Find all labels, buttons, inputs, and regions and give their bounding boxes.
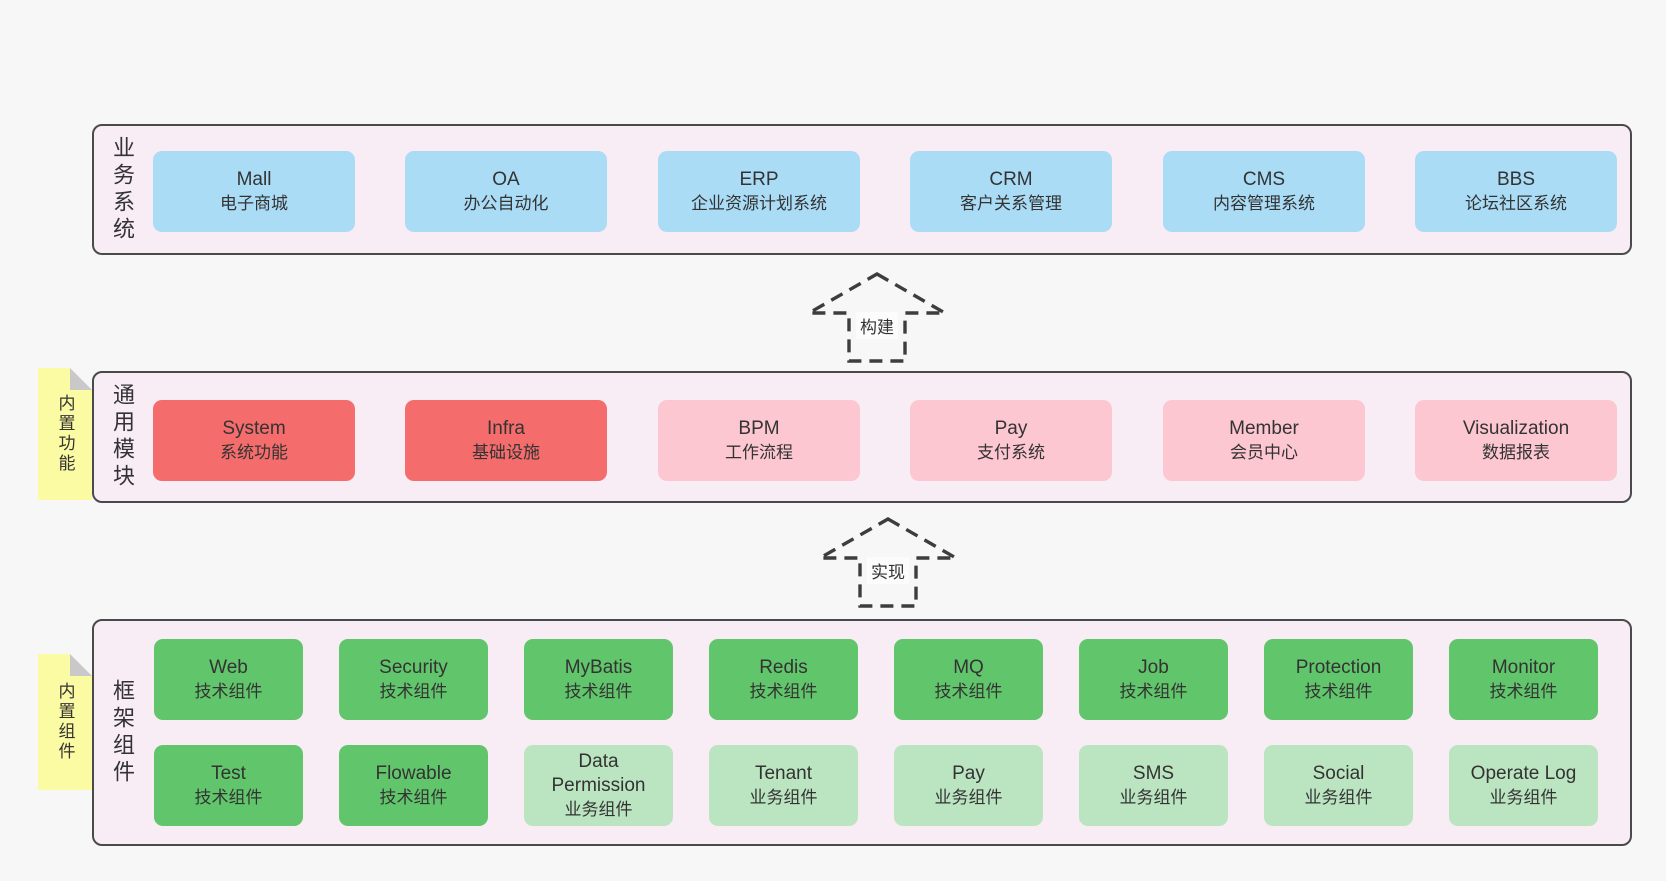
implement-arrow-label: 实现 [867,557,909,584]
box-desc: 系统功能 [220,442,288,462]
box-name: Web [209,657,248,679]
section-business-systems-label: 业务系统 [110,135,135,244]
box-name: System [222,418,286,440]
sticky-note-fold-icon [70,654,92,676]
box-desc: 客户关系管理 [960,193,1062,213]
box-name: Security [379,657,448,679]
box-name: Protection [1295,657,1382,679]
box-desc: 业务组件 [1119,787,1188,807]
box-desc: 业务组件 [749,787,818,807]
box-data-permission: Data Permission 业务组件 [524,745,673,826]
box-desc: 电子商城 [220,193,288,213]
sticky-note-built-in-components: 内置组件 [38,654,92,790]
box-desc: 技术组件 [1304,681,1373,701]
box-desc: 技术组件 [379,681,448,701]
box-desc: 技术组件 [1119,681,1188,701]
box-desc: 业务组件 [564,800,633,820]
box-name: Monitor [1491,657,1556,679]
box-name: Visualization [1462,418,1570,440]
box-desc: 技术组件 [749,681,818,701]
box-desc: 企业资源计划系统 [691,193,827,213]
box-desc: 内容管理系统 [1213,193,1315,213]
box-name: Pay [952,763,985,785]
box-desc: 数据报表 [1482,442,1550,462]
box-name: MyBatis [564,657,633,679]
box-name: Member [1229,418,1299,440]
box-name: BPM [738,418,780,440]
box-name: Tenant [754,763,813,785]
box-name: ERP [739,169,779,191]
box-name: Data Permission [551,750,646,797]
box-name: Social [1312,763,1365,785]
box-name: Operate Log [1470,763,1577,785]
box-name: Redis [759,657,808,679]
section-common-modules-label: 通用模块 [110,383,135,491]
box-desc: 业务组件 [934,787,1003,807]
sticky-note-fold-icon [70,368,92,390]
box-desc: 基础设施 [472,442,540,462]
box-desc: 技术组件 [1489,681,1558,701]
box-desc: 工作流程 [725,442,793,462]
box-desc: 技术组件 [194,681,263,701]
box-name: OA [492,169,520,191]
box-desc: 办公自动化 [463,193,549,213]
box-name: Mall [236,169,272,191]
box-name: CRM [989,169,1033,191]
box-desc: 技术组件 [564,681,633,701]
box-desc: 会员中心 [1230,442,1298,462]
box-name: Pay [994,418,1028,440]
box-name: Infra [486,418,526,440]
box-desc: 业务组件 [1489,787,1558,807]
box-name: Flowable [375,763,452,785]
box-name: CMS [1242,169,1286,191]
sticky-note-built-in-features: 内置功能 [38,368,92,500]
section-framework-components-label: 框架组件 [110,678,135,787]
box-desc: 业务组件 [1304,787,1373,807]
box-name: SMS [1132,763,1175,785]
box-desc: 技术组件 [194,787,263,807]
box-name: MQ [953,657,984,679]
box-name: Test [211,763,246,785]
box-name: BBS [1496,169,1536,191]
box-desc: 技术组件 [379,787,448,807]
box-desc: 论坛社区系统 [1465,193,1567,213]
box-desc: 技术组件 [934,681,1003,701]
box-name: Job [1138,657,1169,679]
box-desc: 支付系统 [977,442,1045,462]
build-arrow-label: 构建 [856,312,898,339]
